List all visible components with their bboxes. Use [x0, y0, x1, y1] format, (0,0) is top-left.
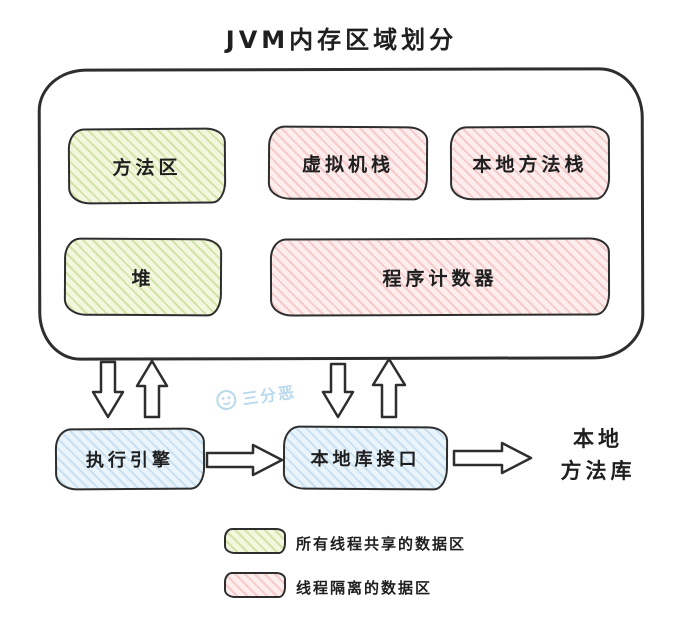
box-vm-stack: 虚拟机栈 [267, 125, 429, 201]
legend-label-isolated: 线程隔离的数据区 [296, 579, 433, 597]
legend-swatch-shared [224, 528, 286, 554]
arrow-up-left-icon [135, 359, 169, 419]
arrow-engine-to-interface-icon [205, 443, 284, 477]
arrow-up-right-icon [371, 357, 407, 419]
box-native-method-stack: 本地方法栈 [449, 125, 611, 201]
diagram-title: JVM内存区域划分 [225, 26, 458, 54]
watermark: 三分恶 [213, 378, 298, 413]
native-library-label: 本地 方法库 [538, 424, 658, 487]
arrow-down-left-icon [91, 360, 125, 419]
jvm-memory-container [37, 67, 645, 361]
box-method-area: 方法区 [67, 127, 227, 205]
native-library-line2: 方法库 [560, 458, 636, 483]
box-native-interface: 本地库接口 [282, 425, 449, 491]
arrow-interface-to-library-icon [452, 441, 533, 475]
watermark-face-icon [216, 390, 237, 411]
box-heap: 堆 [63, 237, 223, 317]
legend-swatch-isolated [224, 572, 286, 598]
arrow-down-right-icon [321, 362, 355, 419]
legend-label-shared: 所有线程共享的数据区 [296, 535, 467, 553]
box-execution-engine: 执行引擎 [54, 427, 206, 491]
watermark-label: 三分恶 [241, 382, 298, 409]
native-library-line1: 本地 [573, 427, 623, 451]
box-pc-register: 程序计数器 [269, 237, 611, 317]
